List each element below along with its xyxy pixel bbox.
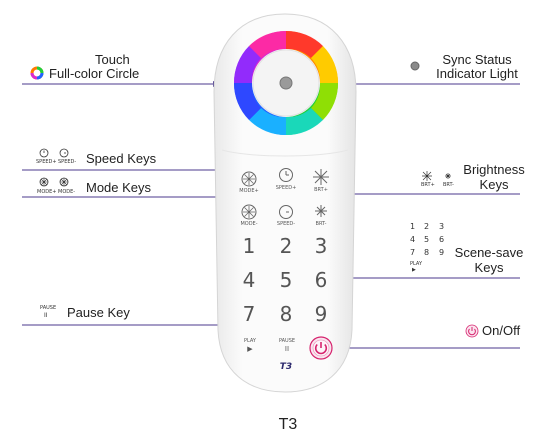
scene-legend-play-glyph: ▶ bbox=[412, 267, 416, 273]
scene-legend-1: 1 bbox=[410, 222, 416, 231]
brt-minus-caption-remote: BRT- bbox=[315, 221, 327, 227]
speed-plus-caption-remote: SPEED+ bbox=[275, 185, 297, 191]
brightness-label-line2: Keys bbox=[479, 177, 509, 192]
key-4[interactable]: 4 bbox=[242, 268, 256, 292]
pause-caption: PAUSE bbox=[278, 338, 296, 344]
key-3[interactable]: 3 bbox=[314, 234, 328, 258]
key-7[interactable]: 7 bbox=[242, 302, 256, 326]
brightness-label-line1: Brightness bbox=[463, 162, 525, 177]
touch-label-line1: Touch bbox=[95, 52, 130, 67]
scene-legend-3: 3 bbox=[439, 222, 445, 231]
speed-icons-legend bbox=[39, 148, 69, 158]
key-8[interactable]: 8 bbox=[279, 302, 293, 326]
scene-label-line1: Scene-save bbox=[454, 245, 524, 260]
brightness-minus-icon[interactable] bbox=[312, 202, 330, 220]
brt-plus-caption-remote: BRT+ bbox=[314, 187, 328, 193]
pause-button[interactable]: II bbox=[284, 345, 290, 353]
scene-legend-2: 2 bbox=[424, 222, 430, 231]
speed-plus-caption: SPEED+ bbox=[36, 159, 57, 165]
figure-caption: T3 bbox=[278, 416, 298, 433]
power-button[interactable] bbox=[308, 335, 334, 361]
mode-icons-legend bbox=[39, 177, 69, 187]
mode-minus-icon[interactable] bbox=[240, 203, 258, 221]
scene-legend-9: 9 bbox=[439, 248, 445, 257]
pause-key-label: Pause Key bbox=[67, 305, 130, 320]
key-2[interactable]: 2 bbox=[279, 234, 293, 258]
scene-legend-4: 4 bbox=[410, 235, 416, 244]
pause-legend-glyph: II bbox=[44, 312, 48, 319]
sync-indicator-light bbox=[279, 76, 293, 90]
mode-minus-caption: MODE- bbox=[58, 189, 76, 195]
mode-plus-icon[interactable] bbox=[240, 170, 258, 188]
sync-dot-icon bbox=[410, 61, 420, 71]
remote-brand-logo: T3 bbox=[279, 362, 293, 372]
key-1[interactable]: 1 bbox=[242, 234, 256, 258]
speed-minus-caption-remote: SPEED- bbox=[276, 221, 296, 227]
brightness-plus-icon[interactable] bbox=[312, 168, 330, 186]
mode-plus-caption-remote: MODE+ bbox=[239, 188, 259, 194]
scene-label-line2: Keys bbox=[474, 260, 504, 275]
scene-legend-7: 7 bbox=[410, 248, 416, 257]
speed-keys-label: Speed Keys bbox=[86, 151, 157, 166]
pause-legend-caption: PAUSE bbox=[40, 305, 57, 311]
mode-plus-caption: MODE+ bbox=[37, 189, 57, 195]
touch-label-line2: Full-color Circle bbox=[49, 66, 140, 81]
key-6[interactable]: 6 bbox=[314, 268, 328, 292]
sync-label-line1: Sync Status bbox=[442, 52, 512, 67]
speed-minus-icon[interactable] bbox=[277, 203, 295, 221]
brightness-icons-legend bbox=[422, 171, 451, 181]
play-button[interactable]: ▶ bbox=[247, 345, 253, 353]
scene-legend-play: PLAY bbox=[410, 261, 423, 267]
brt-minus-caption: BRT- bbox=[443, 182, 454, 188]
sync-label-line2: Indicator Light bbox=[436, 66, 518, 81]
speed-minus-caption: SPEED- bbox=[58, 159, 77, 165]
touch-ring-icon bbox=[30, 66, 44, 80]
mode-minus-caption-remote: MODE- bbox=[240, 221, 258, 227]
scene-legend-6: 6 bbox=[439, 235, 445, 244]
key-5[interactable]: 5 bbox=[279, 268, 293, 292]
mode-keys-label: Mode Keys bbox=[86, 180, 152, 195]
scene-legend-8: 8 bbox=[424, 248, 430, 257]
onoff-legend-icon bbox=[465, 324, 479, 338]
play-caption: PLAY bbox=[243, 338, 256, 344]
onoff-label: On/Off bbox=[482, 323, 521, 338]
scene-legend-5: 5 bbox=[424, 235, 430, 244]
speed-plus-icon[interactable] bbox=[277, 166, 295, 184]
key-9[interactable]: 9 bbox=[314, 302, 328, 326]
brt-plus-caption: BRT+ bbox=[421, 182, 435, 188]
